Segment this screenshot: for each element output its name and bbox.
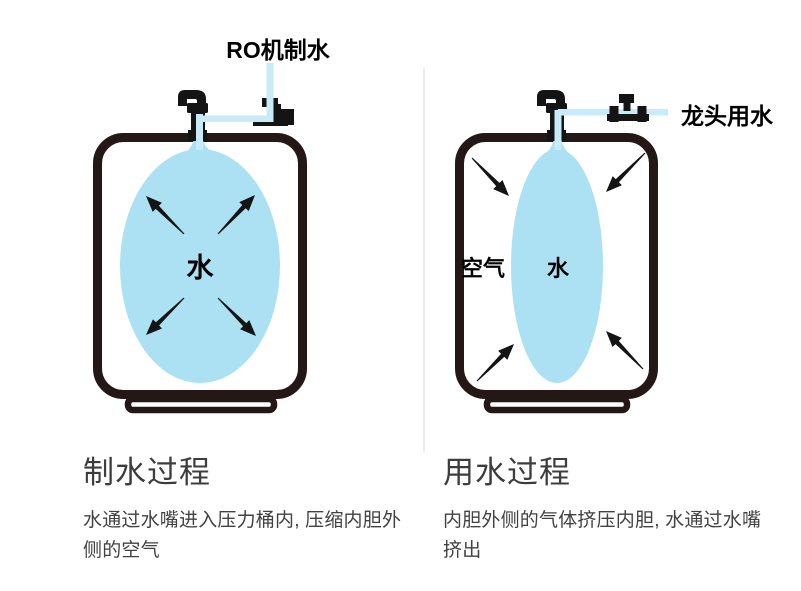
ro-inlet-label: RO机制水: [226, 37, 331, 63]
left-caption-section: 制水过程 水通过水嘴进入压力桶内, 压缩内胆外侧的空气: [83, 447, 423, 566]
outlet-valve-icon: [607, 94, 649, 122]
valve-handle: [619, 94, 634, 103]
faucet-down-pipe: [196, 114, 203, 150]
valve-nut-right: [637, 106, 647, 122]
compress-arrow-top-right: [606, 152, 646, 192]
expand-arrow-down-right: [217, 297, 256, 336]
right-faucet-down-pipe: [554, 110, 562, 150]
compress-arrow-top-left: [471, 157, 509, 196]
right-caption-section: 用水过程 内胆外侧的气体挤压内胆, 水通过水嘴挤出: [443, 447, 783, 566]
valve-bar: [607, 114, 649, 121]
left-water-label: 水: [187, 253, 215, 283]
inlet-pipe-horizontal: [200, 115, 274, 122]
compression-arrows: [471, 152, 646, 382]
fitting-end-cap: [279, 109, 294, 125]
air-label: 空气: [461, 256, 505, 281]
right-diagram: 空气 水 龙头用水: [455, 90, 774, 414]
expand-arrow-down-left: [146, 297, 185, 335]
compress-arrow-bottom-right: [606, 331, 644, 370]
expand-arrow-up-right: [217, 195, 255, 235]
valve-stem: [623, 101, 631, 111]
valve-nut-left: [609, 106, 619, 122]
faucet-outlet-label: 龙头用水: [681, 103, 774, 129]
right-water-label: 水: [547, 256, 570, 281]
left-diagram: 水 RO机制水: [93, 37, 331, 414]
right-section-title: 用水过程: [443, 455, 571, 490]
expansion-arrows: [146, 195, 256, 336]
right-bladder-ellipse: [511, 149, 603, 383]
left-section-description: 水通过水嘴进入压力桶内, 压缩内胆外侧的空气: [83, 510, 402, 561]
right-section-description: 内胆外侧的气体挤压内胆, 水通过水嘴挤出: [443, 510, 762, 561]
ro-inlet-pipe: [196, 63, 274, 150]
compress-arrow-bottom-left: [476, 344, 514, 382]
left-tank-base: [124, 395, 278, 414]
expand-arrow-up-left: [146, 196, 185, 235]
left-section-title: 制水过程: [83, 455, 211, 490]
faucet-flange: [187, 103, 208, 113]
inlet-pipe-vertical: [266, 63, 274, 122]
column-divider: [423, 68, 425, 452]
right-tank-base: [483, 395, 631, 414]
fitting-elbow: [272, 104, 281, 118]
